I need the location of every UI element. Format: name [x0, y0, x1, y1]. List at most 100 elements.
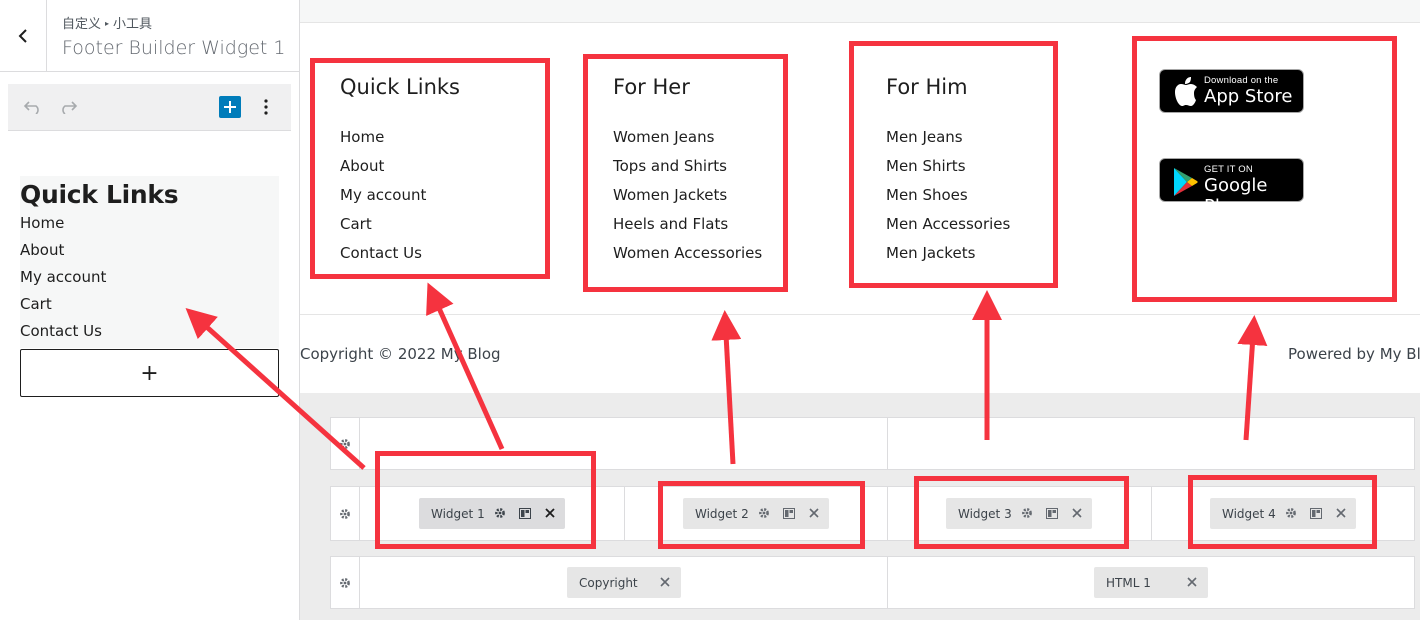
html-item-chip[interactable]: HTML 1 [1094, 567, 1208, 598]
widget-4-settings-button[interactable] [1283, 505, 1299, 521]
footer-column-title: Quick Links [340, 75, 461, 99]
preview-top-strip [300, 0, 1420, 23]
footer-column-title: For Her [613, 75, 690, 99]
footer-divider [300, 314, 1420, 315]
footer-column-for-her: For Her Women Jeans Tops and Shirts Wome… [613, 75, 762, 274]
widget-3-settings-button[interactable] [1019, 505, 1035, 521]
more-options-button[interactable] [255, 96, 277, 118]
copyright-item-label: Copyright [579, 575, 638, 590]
row-cell-divider [887, 557, 888, 608]
block-link-about[interactable]: About [20, 241, 65, 259]
html-item-remove-button[interactable] [1184, 574, 1200, 590]
block-link-contact-us[interactable]: Contact Us [20, 322, 102, 340]
widget-1-chip[interactable]: Widget 1 [419, 498, 565, 529]
quick-links-block[interactable]: Quick Links Home About My account Cart C… [20, 176, 279, 348]
layout-icon [519, 507, 531, 519]
widget-1-label: Widget 1 [431, 506, 485, 521]
row-settings-button[interactable] [331, 487, 360, 540]
close-icon [1072, 508, 1082, 518]
google-play-icon [1174, 168, 1198, 196]
row-settings-button[interactable] [331, 557, 360, 608]
widget-2-label: Widget 2 [695, 506, 749, 521]
block-link-my-account[interactable]: My account [20, 268, 107, 286]
close-icon [1336, 508, 1346, 518]
block-link-home[interactable]: Home [20, 214, 65, 232]
undo-button[interactable] [22, 96, 44, 118]
copyright-item-chip[interactable]: Copyright [567, 567, 681, 598]
block-heading[interactable]: Quick Links [20, 180, 179, 209]
apple-icon [1175, 77, 1197, 106]
layout-icon [783, 507, 795, 519]
sidebar-header: 自定义▸小工具 Footer Builder Widget 1 [0, 0, 299, 72]
add-block-label: + [140, 360, 159, 386]
footer-link[interactable]: Women Accessories [613, 244, 763, 262]
add-block-toggle-button[interactable] [219, 96, 241, 118]
footer-link[interactable]: Cart [340, 215, 372, 233]
widget-2-chip[interactable]: Widget 2 [683, 498, 829, 529]
widget-2-settings-button[interactable] [756, 505, 772, 521]
customizer-sidebar: 自定义▸小工具 Footer Builder Widget 1 [0, 0, 300, 620]
widget-2-remove-button[interactable] [806, 505, 822, 521]
back-button[interactable] [0, 0, 47, 72]
row-cell-divider [887, 487, 888, 540]
widget-3-chip[interactable]: Widget 3 [946, 498, 1092, 529]
row-settings-button[interactable] [331, 418, 360, 469]
undo-icon [23, 101, 39, 114]
add-block-button[interactable]: + [20, 349, 279, 397]
widget-3-remove-button[interactable] [1069, 505, 1085, 521]
chevron-left-icon [18, 29, 27, 43]
widget-2-layout-button[interactable] [781, 505, 797, 521]
footer-link[interactable]: Men Shoes [886, 186, 968, 204]
footer-link[interactable]: Women Jackets [613, 186, 728, 204]
row-cell-divider [1151, 487, 1152, 540]
widget-4-label: Widget 4 [1222, 506, 1276, 521]
panel-title: Footer Builder Widget 1 [62, 37, 286, 59]
footer-builder-panel: Widget 1 Widget 2 Widget 3 [300, 393, 1420, 620]
widget-4-remove-button[interactable] [1333, 505, 1349, 521]
footer-link[interactable]: My account [340, 186, 427, 204]
footer-link[interactable]: About [340, 157, 385, 175]
close-icon [660, 577, 670, 587]
copyright-item-remove-button[interactable] [657, 574, 673, 590]
app-store-badge[interactable]: Download on the App Store [1159, 69, 1304, 113]
redo-icon [62, 101, 78, 114]
footer-link[interactable]: Men Jackets [886, 244, 976, 262]
vertical-ellipsis-icon [264, 99, 268, 115]
widget-1-settings-button[interactable] [492, 505, 508, 521]
widget-4-layout-button[interactable] [1308, 505, 1324, 521]
close-icon [545, 508, 555, 518]
builder-row-main: Widget 1 Widget 2 Widget 3 [330, 486, 1415, 541]
google-play-small-text: GET IT ON [1204, 164, 1253, 175]
close-icon [1187, 577, 1197, 587]
app-store-small-text: Download on the [1204, 75, 1279, 86]
gear-icon [340, 577, 350, 588]
site-preview: Quick Links Home About My account Cart C… [300, 0, 1420, 620]
footer-link[interactable]: Contact Us [340, 244, 422, 262]
widget-3-layout-button[interactable] [1044, 505, 1060, 521]
layout-icon [1046, 507, 1058, 519]
widget-1-remove-button[interactable] [542, 505, 558, 521]
footer-column-quick-links: Quick Links Home About My account Cart C… [340, 75, 460, 274]
footer-link[interactable]: Women Jeans [613, 128, 715, 146]
breadcrumb: 自定义▸小工具 [62, 13, 152, 32]
footer-link[interactable]: Men Jeans [886, 128, 963, 146]
breadcrumb-part-customize: 自定义 [62, 16, 102, 31]
builder-row-bottom: Copyright HTML 1 [330, 556, 1415, 609]
google-play-big-text: Google Play [1204, 175, 1268, 217]
footer-link[interactable]: Home [340, 128, 385, 146]
html-item-label: HTML 1 [1106, 575, 1151, 590]
footer-link[interactable]: Heels and Flats [613, 215, 729, 233]
gear-icon [340, 438, 350, 449]
copyright-text: Copyright © 2022 My Blog [300, 345, 501, 363]
footer-link[interactable]: Tops and Shirts [613, 157, 727, 175]
google-play-badge[interactable]: GET IT ON Google Play [1159, 158, 1304, 217]
widget-1-layout-button[interactable] [517, 505, 533, 521]
redo-button[interactable] [57, 96, 79, 118]
plus-icon [224, 101, 236, 113]
powered-by-text: Powered by My Blog [1288, 345, 1420, 363]
footer-link[interactable]: Men Shirts [886, 157, 966, 175]
block-link-cart[interactable]: Cart [20, 295, 52, 313]
footer-link[interactable]: Men Accessories [886, 215, 1011, 233]
widget-4-chip[interactable]: Widget 4 [1210, 498, 1356, 529]
